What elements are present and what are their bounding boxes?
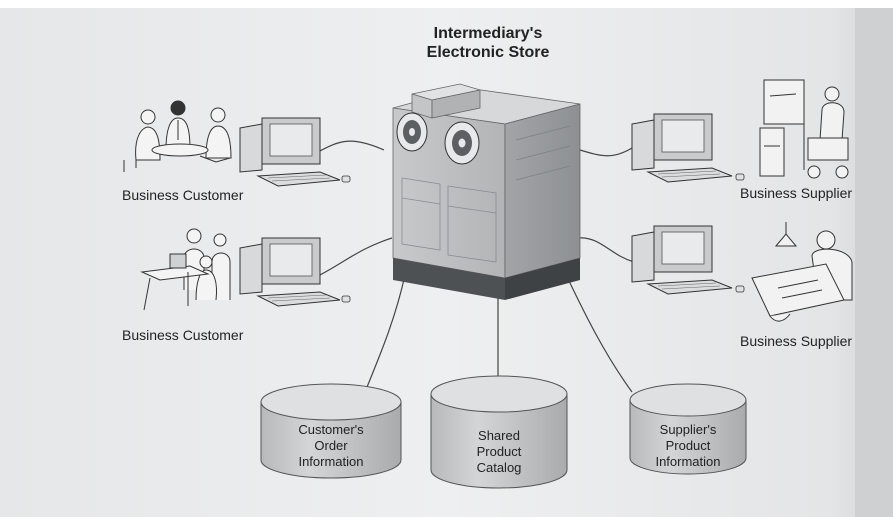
computer-icon — [631, 225, 745, 295]
db3-line1: Supplier's — [660, 422, 717, 437]
db1-line2: Order — [314, 438, 348, 453]
link-supplier-2 — [577, 237, 635, 263]
server-side — [504, 103, 581, 279]
database-customer-order — [260, 383, 402, 479]
business-customer-1 — [123, 100, 351, 187]
db1-line1: Customer's — [298, 422, 364, 437]
server-roof-box-side — [431, 89, 481, 119]
mouse-icon — [735, 173, 745, 181]
supplier-label-1: Business Supplier — [740, 185, 852, 201]
server-door-panels — [401, 177, 497, 263]
link-db-customer — [364, 274, 406, 393]
business-supplier-2 — [631, 222, 853, 322]
supplier-label-2: Business Supplier — [740, 333, 852, 349]
mouse-icon — [735, 285, 745, 293]
store-title-line1: Intermediary's — [434, 25, 543, 42]
server-base-side — [505, 258, 580, 300]
people-meeting-icon — [123, 100, 232, 172]
tape-reel-right — [444, 121, 480, 165]
computer-icon — [239, 237, 351, 307]
db2-line3: Catalog — [477, 460, 522, 475]
right-edge-shadow — [855, 8, 893, 517]
link-supplier-1 — [579, 147, 633, 157]
computer-icon — [631, 113, 745, 183]
db3-line3: Information — [655, 454, 720, 469]
store-title-line2: Electronic Store — [427, 44, 550, 61]
db2-line1: Shared — [478, 428, 520, 443]
customer-label-1: Business Customer — [122, 187, 244, 203]
link-customer-2 — [317, 237, 393, 277]
db2-line2: Product — [477, 444, 522, 459]
database-supplier-product — [629, 383, 747, 475]
tape-reel-left — [396, 112, 428, 152]
top-margin — [0, 0, 893, 8]
db3-line2: Product — [666, 438, 711, 453]
business-customer-2 — [140, 228, 351, 311]
server-side-vents — [515, 125, 571, 181]
warehouse-worker-icon — [759, 79, 849, 179]
mouse-icon — [341, 175, 351, 183]
computer-icon — [239, 117, 351, 187]
db1-line3: Information — [298, 454, 363, 469]
link-customer-1 — [317, 140, 385, 153]
server-base-front — [393, 258, 505, 300]
database-shared-catalog — [430, 375, 568, 489]
mouse-icon — [341, 295, 351, 303]
business-supplier-1 — [631, 79, 849, 183]
electronic-store-server — [392, 83, 581, 300]
people-at-desk-icon — [140, 228, 231, 311]
customer-label-2: Business Customer — [122, 327, 244, 343]
draftsman-icon — [751, 222, 853, 322]
